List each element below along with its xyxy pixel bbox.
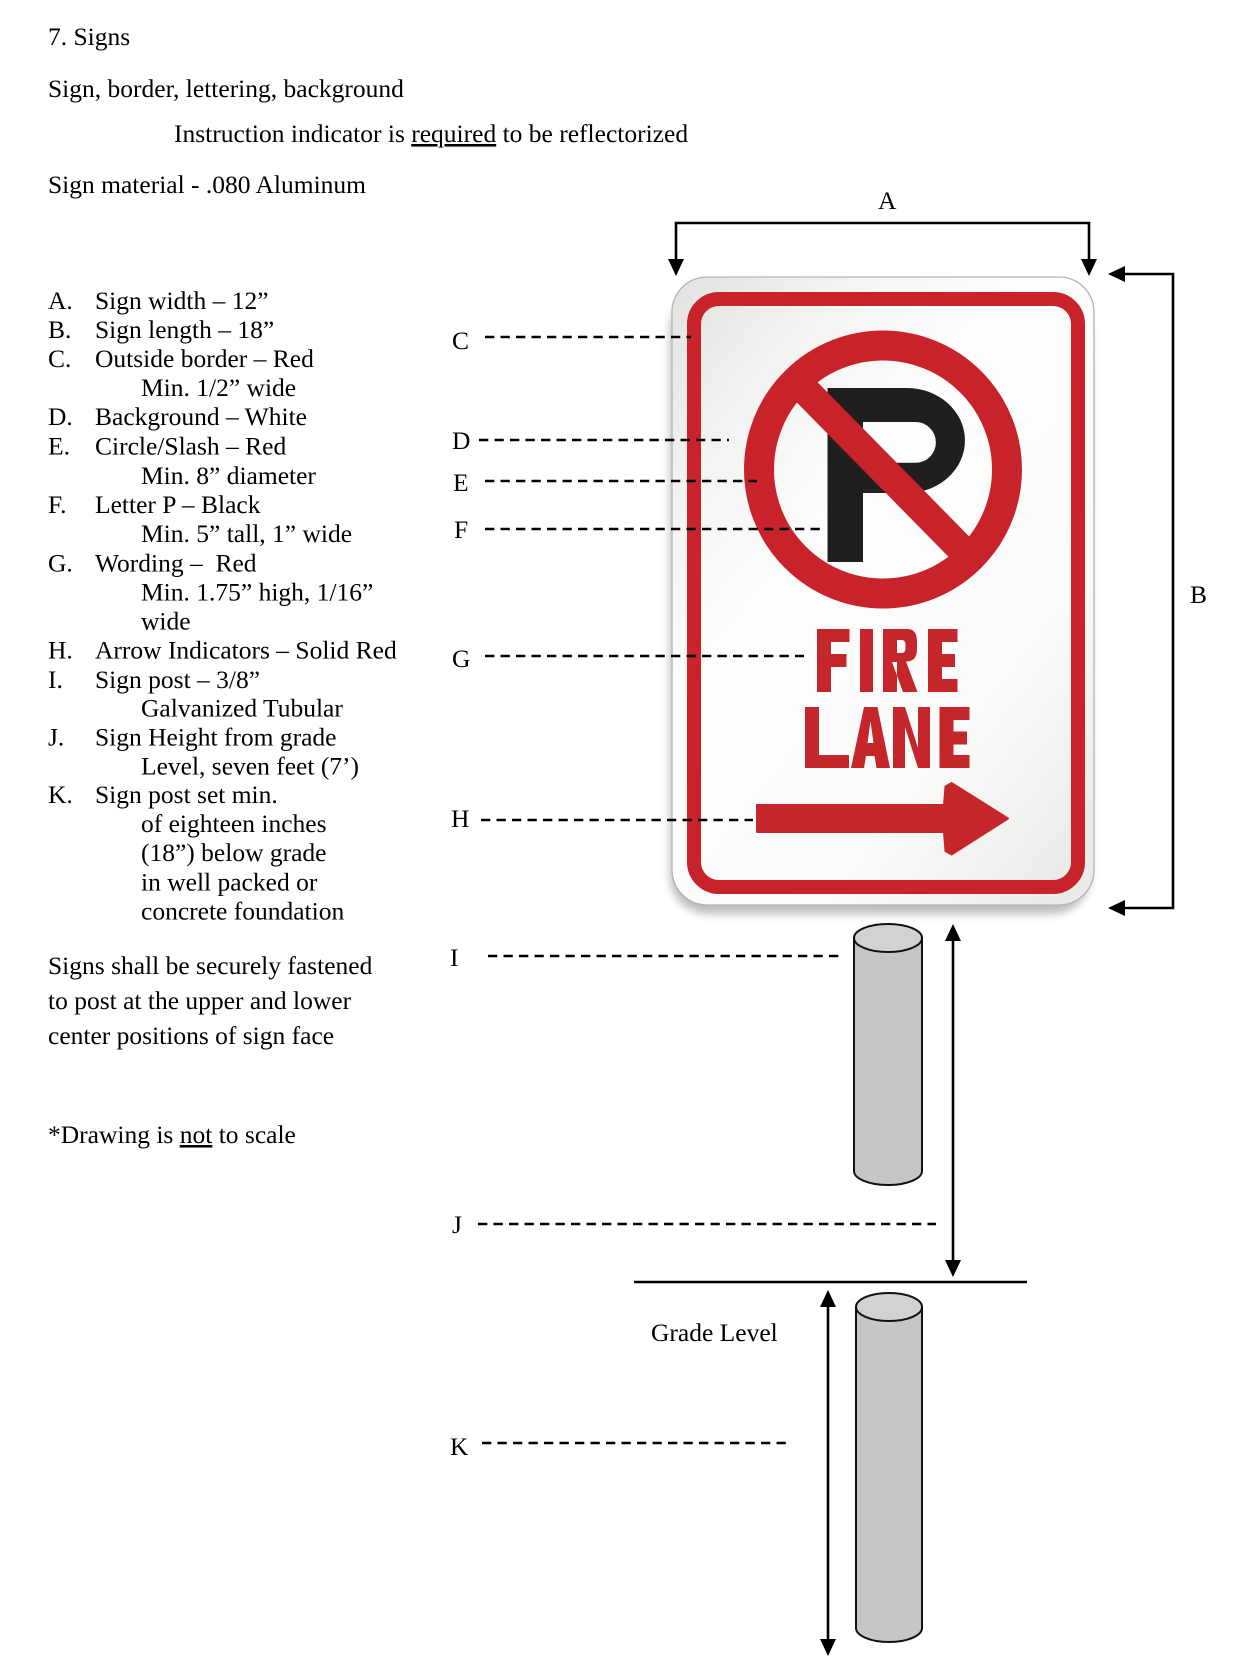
- svg-text:F.: F.: [48, 490, 67, 519]
- svg-text:Sign post set min.: Sign post set min.: [95, 780, 278, 809]
- svg-text:Sign width – 12”: Sign width – 12”: [95, 286, 269, 315]
- svg-text:in well packed or: in well packed or: [141, 868, 318, 897]
- svg-text:Min. 5” tall, 1” wide: Min. 5” tall, 1” wide: [141, 519, 352, 548]
- svg-text:Arrow Indicators – Solid Red: Arrow Indicators – Solid Red: [95, 636, 397, 665]
- svg-text:Sign, border, lettering, backg: Sign, border, lettering, background: [48, 74, 404, 103]
- svg-text:I.: I.: [48, 665, 63, 694]
- svg-text:Signs shall be securely fasten: Signs shall be securely fastened: [48, 951, 373, 980]
- svg-text:G.: G.: [48, 549, 73, 578]
- svg-text:Sign post – 3/8”: Sign post – 3/8”: [95, 665, 260, 694]
- svg-text:Background – White: Background – White: [95, 402, 307, 431]
- svg-text:Min. 8” diameter: Min. 8” diameter: [141, 461, 316, 490]
- svg-text:of eighteen inches: of eighteen inches: [141, 809, 327, 838]
- svg-text:I: I: [450, 943, 459, 972]
- svg-text:Min. 1/2” wide: Min. 1/2” wide: [141, 373, 296, 402]
- svg-text:Galvanized Tubular: Galvanized Tubular: [141, 694, 343, 723]
- svg-text:A.: A.: [48, 286, 73, 315]
- svg-text:F: F: [454, 515, 468, 544]
- svg-text:Sign length – 18”: Sign length – 18”: [95, 315, 274, 344]
- svg-text:Sign material - .080 Aluminum: Sign material - .080 Aluminum: [48, 170, 366, 199]
- svg-text:center positions of sign face: center positions of sign face: [48, 1021, 334, 1050]
- svg-text:Letter P – Black: Letter P – Black: [95, 490, 261, 519]
- svg-text:D.: D.: [48, 402, 73, 431]
- svg-text:Circle/Slash – Red: Circle/Slash – Red: [95, 432, 286, 461]
- svg-text:E: E: [453, 468, 469, 497]
- svg-text:H.: H.: [48, 636, 73, 665]
- svg-text:Wording – Red: Wording – Red: [95, 549, 257, 578]
- svg-text:H: H: [451, 804, 469, 833]
- svg-text:D: D: [452, 426, 470, 455]
- svg-text:C: C: [452, 326, 469, 355]
- svg-text:B: B: [1190, 580, 1207, 609]
- svg-text:K: K: [450, 1432, 469, 1461]
- svg-text:B.: B.: [48, 315, 71, 344]
- svg-text:*Drawing is not to scale: *Drawing is not to scale: [48, 1120, 296, 1149]
- svg-text:wide: wide: [141, 607, 191, 636]
- svg-text:J.: J.: [48, 723, 64, 752]
- svg-text:to post at the upper and lower: to post at the upper and lower: [48, 986, 352, 1015]
- svg-text:Grade Level: Grade Level: [651, 1318, 778, 1347]
- svg-text:G: G: [452, 644, 470, 673]
- svg-text:C.: C.: [48, 344, 71, 373]
- svg-text:J: J: [452, 1210, 462, 1239]
- svg-text:7. Signs: 7. Signs: [48, 22, 130, 51]
- svg-text:Level, seven feet (7’): Level, seven feet (7’): [141, 752, 359, 781]
- svg-text:Sign Height from grade: Sign Height from grade: [95, 723, 337, 752]
- svg-text:E.: E.: [48, 432, 70, 461]
- svg-text:Outside border – Red: Outside border – Red: [95, 344, 314, 373]
- svg-text:concrete foundation: concrete foundation: [141, 897, 344, 926]
- svg-text:A: A: [878, 186, 897, 215]
- svg-text:Instruction indicator is requi: Instruction indicator is required to be …: [174, 119, 688, 148]
- svg-text:(18”) below grade: (18”) below grade: [141, 838, 327, 867]
- svg-text:K.: K.: [48, 780, 73, 809]
- svg-text:Min. 1.75” high, 1/16”: Min. 1.75” high, 1/16”: [141, 578, 373, 607]
